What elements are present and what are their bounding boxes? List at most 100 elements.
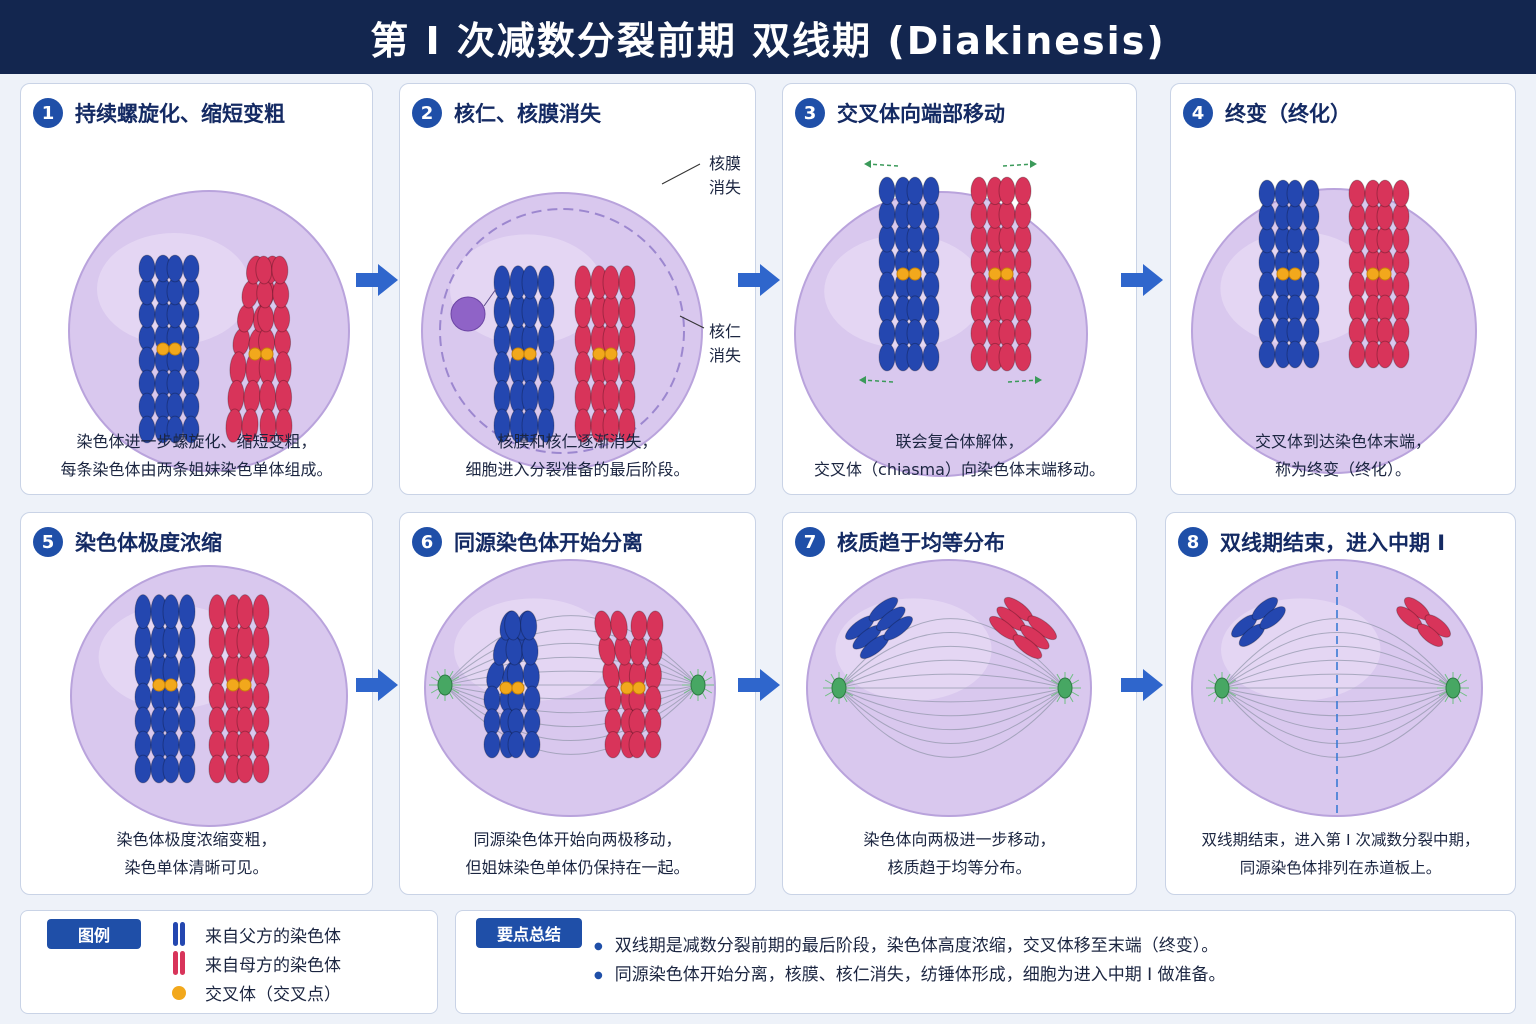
chiasma-point bbox=[248, 347, 262, 361]
chromatid bbox=[1302, 271, 1320, 369]
chromatid bbox=[241, 351, 263, 443]
summary-tag: 要点总结 bbox=[476, 918, 582, 948]
chiasma-point bbox=[988, 267, 1002, 281]
chromosome bbox=[208, 594, 242, 784]
maternal-bivalent bbox=[1396, 596, 1451, 647]
chromatid bbox=[134, 682, 152, 784]
chiasma-point bbox=[238, 678, 252, 692]
leader-line bbox=[661, 163, 701, 185]
chromatid bbox=[1274, 179, 1292, 277]
chromatid bbox=[989, 615, 1043, 660]
movement-arrow-head bbox=[1030, 160, 1037, 168]
chromatid bbox=[1258, 271, 1276, 369]
cell-illustration bbox=[1191, 179, 1477, 474]
chiasma-point bbox=[896, 267, 910, 281]
movement-arrow-head bbox=[864, 160, 871, 168]
chromatid bbox=[1003, 596, 1057, 641]
legend-item: 来自母方的染色体 bbox=[171, 950, 341, 976]
chromatid bbox=[604, 685, 622, 759]
chromatid bbox=[493, 265, 511, 357]
movement-arrow-head bbox=[1035, 376, 1042, 384]
maternal-chromosome-icon bbox=[173, 951, 185, 975]
legend-item: 来自父方的染色体 bbox=[171, 921, 341, 947]
chromosome bbox=[574, 265, 608, 443]
panel-title: 双线期结束，进入中期 I bbox=[1220, 531, 1446, 555]
chromosome bbox=[504, 610, 541, 759]
paternal-bivalent bbox=[845, 596, 913, 660]
bivalent bbox=[878, 176, 940, 372]
chromatid bbox=[162, 594, 180, 688]
arrow-right-icon bbox=[738, 669, 780, 701]
chromatid bbox=[644, 610, 664, 691]
legend: 图例 来自父方的染色体 来自母方的染色体 交叉体（交叉点） bbox=[20, 910, 438, 1014]
chromatid bbox=[537, 265, 555, 357]
panel-title: 交叉体向端部移动 bbox=[837, 102, 1005, 126]
caption-line: 双线期结束，进入第 I 次减数分裂中期， bbox=[1201, 831, 1480, 849]
bivalent bbox=[138, 254, 200, 444]
chiasma-point bbox=[1366, 267, 1380, 281]
chiasma-point bbox=[1276, 267, 1290, 281]
caption-line: 交叉体（chiasma）向染色体末端移动。 bbox=[814, 460, 1105, 479]
chromatid bbox=[1348, 179, 1366, 277]
chromosome bbox=[236, 594, 270, 784]
chromatid bbox=[590, 265, 608, 357]
chromatid bbox=[618, 351, 636, 443]
chromatid bbox=[252, 682, 270, 784]
summary-point: 双线期是减数分裂前期的最后阶段，染色体高度浓缩，交叉体移至末端（终变）。 bbox=[594, 931, 1219, 956]
chiasma-point bbox=[168, 342, 182, 356]
spindle-fibers bbox=[823, 618, 1081, 758]
centrosome bbox=[1445, 677, 1461, 699]
paternal-bivalent bbox=[1231, 596, 1286, 647]
chiasma-point bbox=[632, 681, 646, 695]
chromatid bbox=[255, 255, 276, 357]
chromatid bbox=[236, 594, 254, 688]
chromatid bbox=[162, 682, 180, 784]
chromosome bbox=[521, 265, 555, 443]
step-number: 1 bbox=[33, 98, 63, 128]
chromatid bbox=[236, 682, 254, 784]
step-number: 6 bbox=[412, 527, 442, 557]
chromatid bbox=[1302, 179, 1320, 277]
chromosome bbox=[602, 265, 636, 443]
panel-title: 核质趋于均等分布 bbox=[837, 531, 1005, 555]
centrosome bbox=[437, 674, 453, 696]
chromatid bbox=[208, 682, 226, 784]
movement-arrow bbox=[1007, 379, 1039, 383]
chromosome bbox=[162, 594, 196, 784]
caption-line: 核膜和核仁逐渐消失， bbox=[497, 432, 658, 451]
movement-arrow-head bbox=[859, 376, 866, 384]
chromatid bbox=[1014, 271, 1032, 372]
chiasma-point bbox=[164, 678, 178, 692]
bivalent bbox=[1348, 179, 1410, 369]
chromatid bbox=[274, 351, 293, 443]
chromatid bbox=[1348, 271, 1366, 369]
chiasma-point bbox=[620, 681, 634, 695]
chromatid bbox=[509, 265, 527, 357]
chromatid bbox=[845, 596, 899, 641]
chiasma-point bbox=[511, 347, 525, 361]
cell-illustration bbox=[70, 565, 348, 827]
chiasma-point bbox=[152, 678, 166, 692]
bivalent bbox=[134, 594, 196, 784]
step-number: 4 bbox=[1183, 98, 1213, 128]
chromatid bbox=[878, 271, 896, 372]
caption-line: 细胞进入分裂准备的最后阶段。 bbox=[465, 460, 690, 479]
legend-item: 交叉体（交叉点） bbox=[171, 980, 341, 1005]
chromatid bbox=[537, 351, 555, 443]
spindle-fibers bbox=[429, 615, 714, 755]
movement-arrow bbox=[867, 163, 899, 167]
arrow-right-icon bbox=[738, 264, 780, 296]
chiasma-point bbox=[1000, 267, 1014, 281]
bivalent bbox=[970, 176, 1032, 372]
chromatid bbox=[628, 610, 648, 691]
chromosome bbox=[138, 254, 172, 444]
chromatid bbox=[618, 265, 636, 357]
chromatid bbox=[602, 265, 620, 357]
panel-title: 持续螺旋化、缩短变粗 bbox=[75, 102, 285, 126]
caption-line: 称为终变（终化）。 bbox=[1274, 460, 1411, 479]
